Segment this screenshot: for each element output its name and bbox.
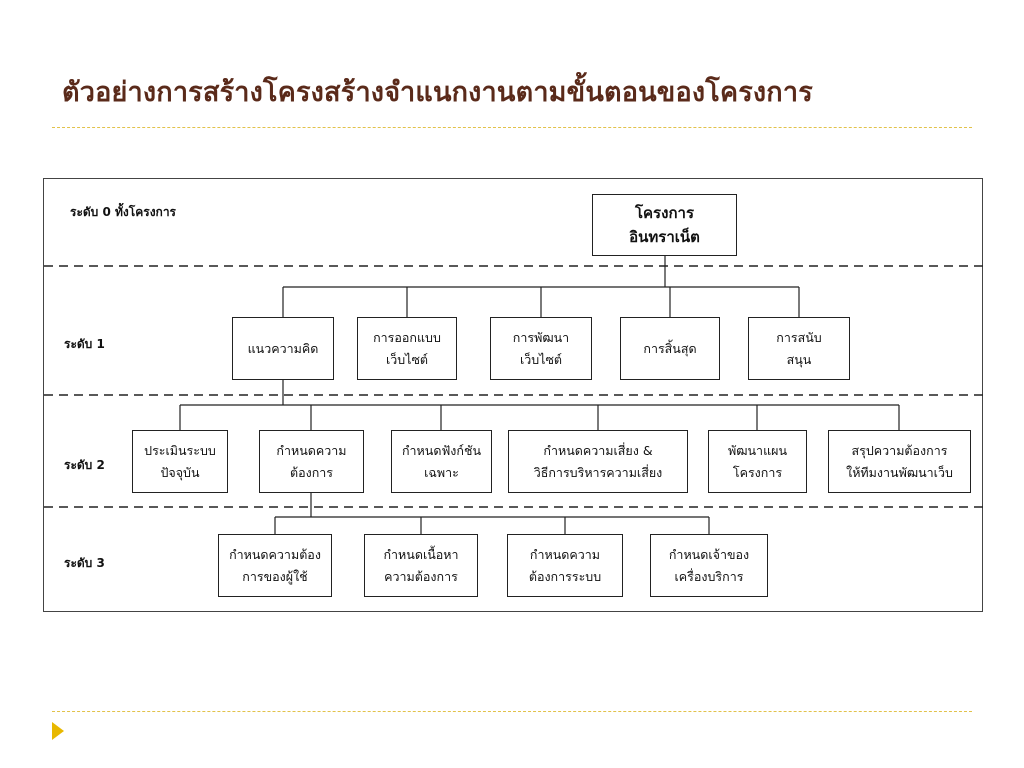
node-l1-concept: แนวความคิด bbox=[232, 317, 334, 380]
node-l2-plan-label: พัฒนาแผน โครงการ bbox=[727, 443, 788, 480]
node-l3-user-needs: กำหนดความต้อง การของผู้ใช้ bbox=[218, 534, 332, 597]
level-label-0: ระดับ 0 ทั้งโครงการ bbox=[70, 205, 177, 219]
node-l2-requirements: กำหนดความ ต้องการ bbox=[259, 430, 364, 493]
node-l2-summary: สรุปความต้องการ ให้ทีมงานพัฒนาเว็บ bbox=[828, 430, 971, 493]
node-l1-design: การออกแบบ เว็บไซต์ bbox=[357, 317, 457, 380]
node-l1-closing: การสิ้นสุด bbox=[620, 317, 720, 380]
node-l1-closing-label: การสิ้นสุด bbox=[643, 340, 697, 356]
footer-divider bbox=[52, 711, 972, 712]
node-l2-risk-label: กำหนดความเสี่ยง & วิธีการบริหารความเสี่ย… bbox=[533, 443, 663, 480]
play-triangle-icon bbox=[52, 722, 64, 740]
node-l2-functions: กำหนดฟังก์ชัน เฉพาะ bbox=[391, 430, 492, 493]
node-root-label: โครงการ อินทราเน็ต bbox=[629, 204, 700, 246]
slide-title: ตัวอย่างการสร้างโครงสร้างจำแนกงานตามขั้น… bbox=[62, 77, 813, 108]
level-label-3: ระดับ 3 bbox=[64, 556, 105, 570]
node-l1-develop-label: การพัฒนา เว็บไซต์ bbox=[512, 330, 570, 367]
node-l1-support-label: การสนับ สนุน bbox=[776, 330, 822, 367]
node-l1-support: การสนับ สนุน bbox=[748, 317, 850, 380]
level-label-2: ระดับ 2 bbox=[64, 458, 105, 472]
node-l1-design-label: การออกแบบ เว็บไซต์ bbox=[373, 330, 441, 367]
node-l1-concept-label: แนวความคิด bbox=[247, 340, 319, 356]
wbs-connectors bbox=[44, 256, 984, 534]
node-l2-plan: พัฒนาแผน โครงการ bbox=[708, 430, 807, 493]
node-l3-content: กำหนดเนื้อหา ความต้องการ bbox=[364, 534, 478, 597]
wbs-diagram-frame: ระดับ 0 ทั้งโครงการ ระดับ 1 ระดับ 2 ระดั… bbox=[43, 178, 984, 612]
node-root: โครงการ อินทราเน็ต bbox=[592, 194, 737, 256]
node-l3-user-needs-label: กำหนดความต้อง การของผู้ใช้ bbox=[229, 547, 321, 584]
level-label-1: ระดับ 1 bbox=[64, 337, 105, 351]
title-divider bbox=[52, 127, 972, 128]
node-l2-assess-label: ประเมินระบบ ปัจจุบัน bbox=[144, 443, 216, 480]
node-l3-server-owner: กำหนดเจ้าของ เครื่องบริการ bbox=[650, 534, 768, 597]
node-l3-server-owner-label: กำหนดเจ้าของ เครื่องบริการ bbox=[668, 547, 750, 584]
node-l2-risk: กำหนดความเสี่ยง & วิธีการบริหารความเสี่ย… bbox=[508, 430, 688, 493]
node-l2-assess: ประเมินระบบ ปัจจุบัน bbox=[132, 430, 228, 493]
node-l3-system-label: กำหนดความ ต้องการระบบ bbox=[528, 547, 602, 584]
node-l2-functions-label: กำหนดฟังก์ชัน เฉพาะ bbox=[401, 443, 482, 480]
node-l3-content-label: กำหนดเนื้อหา ความต้องการ bbox=[383, 547, 459, 584]
node-l1-develop: การพัฒนา เว็บไซต์ bbox=[490, 317, 592, 380]
node-l2-requirements-label: กำหนดความ ต้องการ bbox=[276, 443, 347, 480]
node-l3-system: กำหนดความ ต้องการระบบ bbox=[507, 534, 623, 597]
node-l2-summary-label: สรุปความต้องการ ให้ทีมงานพัฒนาเว็บ bbox=[846, 443, 953, 480]
